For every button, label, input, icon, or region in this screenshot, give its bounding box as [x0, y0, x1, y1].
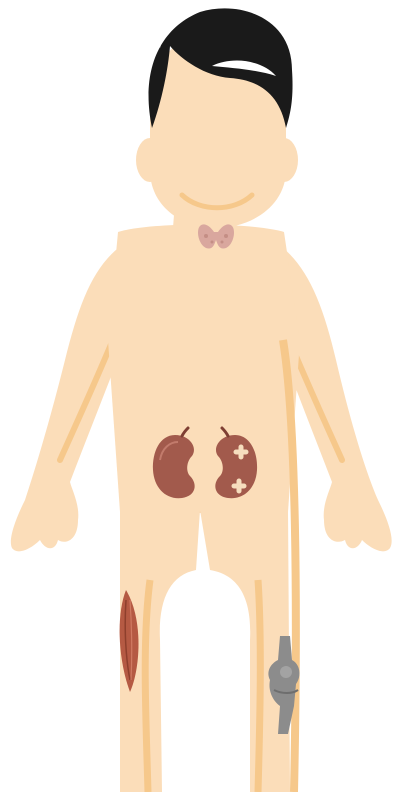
torso: [108, 225, 300, 513]
